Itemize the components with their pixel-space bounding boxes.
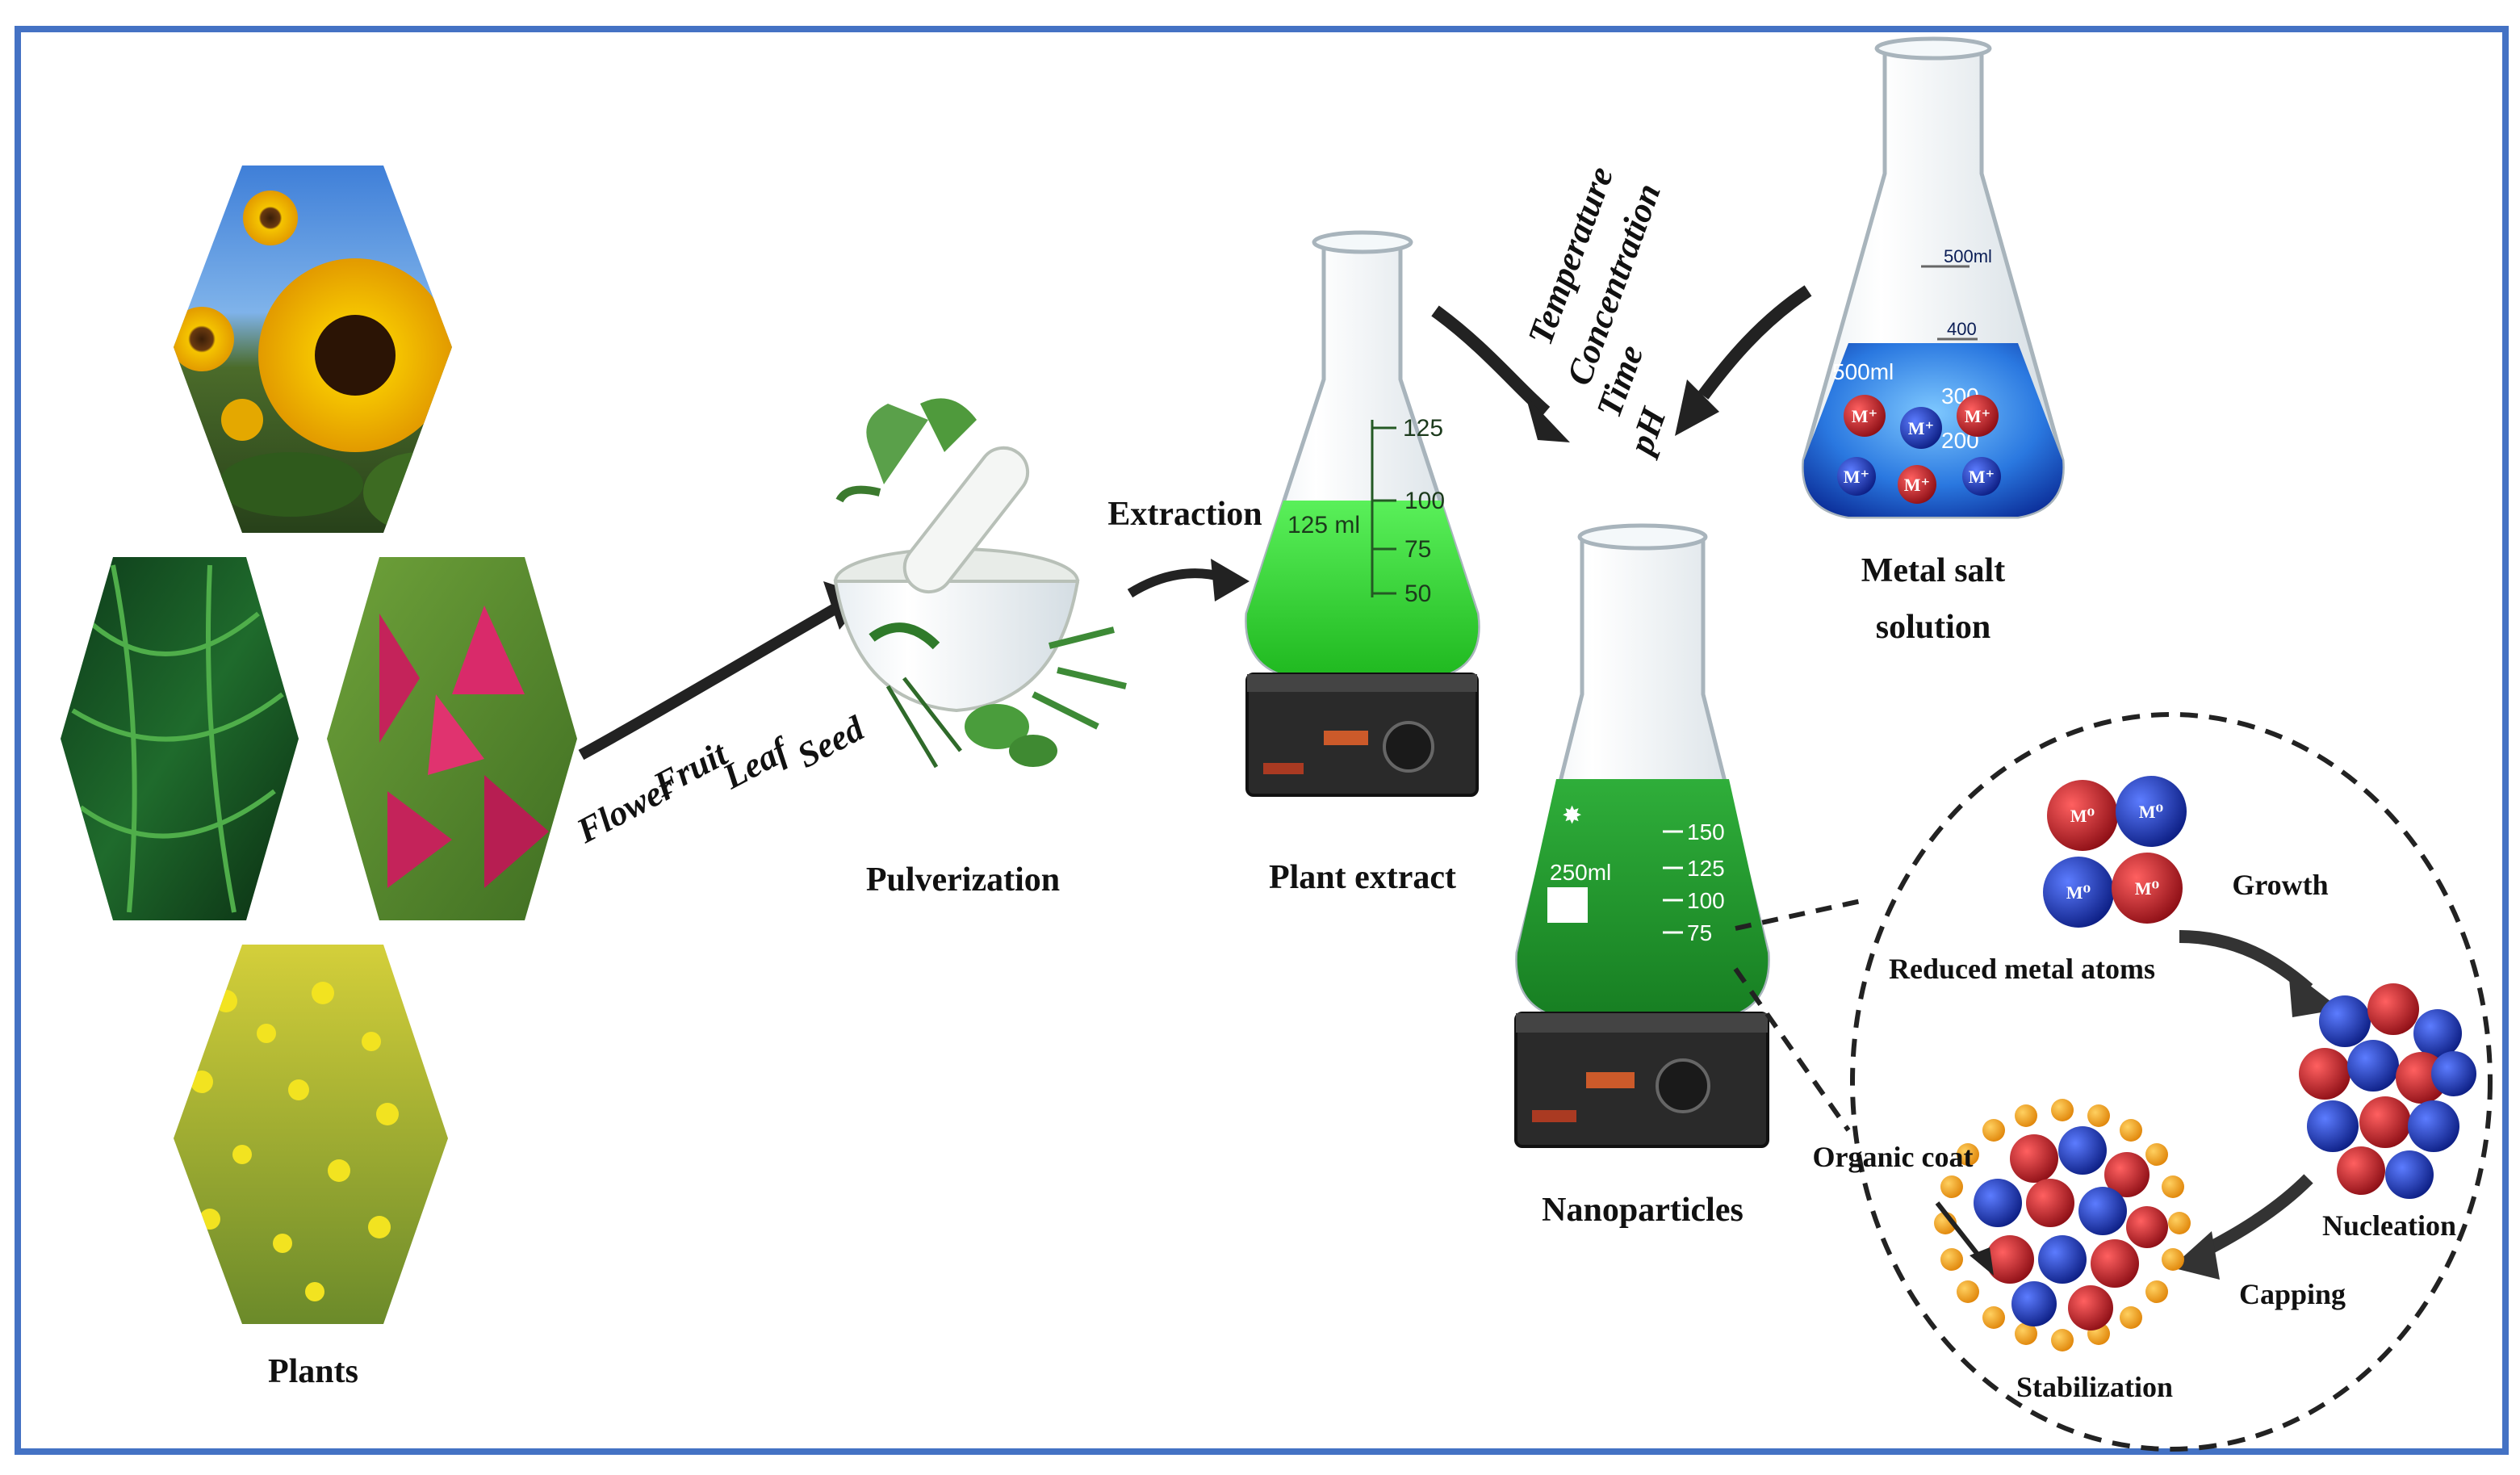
- np-grad-75: 75: [1687, 920, 1712, 945]
- metal-salt-label-1: Metal salt: [1861, 552, 2005, 589]
- stirrer-plate-1: [1245, 673, 1479, 797]
- ion-label: M⁺: [1904, 475, 1930, 495]
- atom: [2043, 857, 2114, 928]
- metal-ions: [1837, 395, 2001, 504]
- ion-label: M⁺: [1852, 406, 1877, 426]
- reduced-atoms-label: Reduced metal atoms: [1889, 953, 2155, 985]
- seed-label: Seed: [791, 708, 871, 776]
- metal-ion: [1962, 457, 2001, 496]
- atom-label: M⁰: [2066, 882, 2091, 903]
- organic-coat: [1934, 1099, 2191, 1351]
- organic-coat-pointer-head: [1970, 1247, 1994, 1276]
- plant-extract-flask: [1245, 230, 1480, 681]
- arrow-salt-to-np-head: [1675, 379, 1719, 436]
- leaf-label: Leaf: [716, 729, 797, 798]
- salt-volume: 500ml: [1832, 359, 1894, 384]
- stabilization-label: Stabilization: [2016, 1371, 2173, 1403]
- organic-coat-label: Organic coat: [1813, 1141, 1974, 1173]
- salt-grad-400: 400: [1947, 319, 1977, 339]
- ion-label: M⁺: [1844, 467, 1869, 487]
- metal-ion: [1837, 457, 1876, 496]
- arrow-extract-to-np-head: [1526, 396, 1570, 442]
- atom-label: M⁰: [2135, 878, 2160, 899]
- metal-ion: [1900, 407, 1942, 449]
- ion-label: M⁺: [1969, 467, 1995, 487]
- capping-label: Capping: [2239, 1278, 2346, 1310]
- atom-labels: M⁰ M⁰ M⁰ M⁰: [2066, 802, 2164, 903]
- nanoparticles-label: Nanoparticles: [1542, 1192, 1743, 1229]
- reduced-metal-atoms: [2043, 776, 2187, 928]
- ion-label: M⁺: [1908, 418, 1934, 438]
- salt-grad-500: 500ml: [1944, 246, 1992, 266]
- arrow-salt-to-np: [1697, 285, 1812, 400]
- nucleation-label: Nucleation: [2322, 1209, 2456, 1242]
- metal-ion: [1957, 395, 1999, 437]
- np-grad-125: 125: [1687, 856, 1725, 881]
- atom: [2047, 780, 2118, 851]
- arrow-extract-to-np: [1431, 305, 1551, 417]
- growth-label: Growth: [2232, 869, 2328, 901]
- extract-grad-125: 125: [1403, 415, 1443, 442]
- extract-grad-75: 75: [1404, 536, 1431, 563]
- arrow-to-extract-head: [1211, 559, 1250, 601]
- atom: [2112, 853, 2183, 924]
- coleus-image: [327, 557, 577, 920]
- ion-label: M⁺: [1965, 406, 1990, 426]
- arrow-to-pulverization: [578, 598, 847, 761]
- pulverization-label: Pulverization: [866, 861, 1060, 899]
- organic-coat-pointer: [1935, 1201, 1984, 1261]
- capping-arrow-head: [2171, 1231, 2220, 1280]
- np-grad-150: 150: [1687, 819, 1725, 844]
- zoom-line-bottom: [1733, 967, 1851, 1132]
- np-volume: 250ml: [1550, 860, 1611, 885]
- stabilized-nanoparticle: [1934, 1099, 2191, 1351]
- svg-text:✸: ✸: [1562, 802, 1582, 829]
- atom-label: M⁰: [2070, 806, 2095, 826]
- plants-label: Plants: [268, 1353, 358, 1390]
- nanoparticles-flask: ✸: [1515, 523, 1770, 1021]
- extraction-label: Extraction: [1107, 496, 1262, 533]
- metal-ion: [1898, 465, 1936, 504]
- atom: [2116, 776, 2187, 847]
- extract-volume: 125 ml: [1287, 512, 1360, 538]
- nucleation-cluster: [2299, 983, 2476, 1199]
- extract-grad-100: 100: [1404, 488, 1445, 514]
- mustard-image: [174, 945, 448, 1324]
- plant-hexagons: [61, 166, 577, 1324]
- sunflower-image: [174, 166, 452, 533]
- extract-grad-50: 50: [1404, 580, 1431, 607]
- plant-extract-label: Plant extract: [1269, 859, 1456, 896]
- stirrer-plate-2: [1514, 1012, 1769, 1148]
- arrow-to-extract: [1127, 568, 1224, 598]
- np-grad-100: 100: [1687, 888, 1725, 913]
- mortar-pestle-icon: [833, 398, 1127, 769]
- metal-salt-label-2: solution: [1876, 609, 1990, 646]
- zoom-line-top: [1735, 898, 1865, 931]
- mechanism-circle: [1850, 712, 2493, 1452]
- growth-arrow: [2179, 930, 2313, 995]
- metal-ion-labels: M⁺ M⁺ M⁺ M⁺ M⁺ M⁺: [1844, 406, 1995, 495]
- metal-ion: [1844, 395, 1886, 437]
- fern-image: [61, 557, 299, 920]
- atom-label: M⁰: [2139, 802, 2164, 822]
- frame-border: [15, 26, 2509, 1455]
